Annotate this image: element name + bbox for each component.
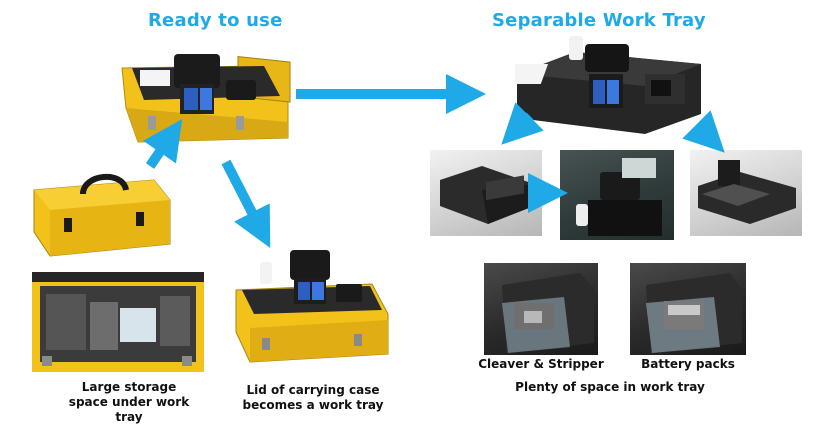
caption-lid-line2: becomes a work tray [242,398,384,412]
arrow-to-lid [221,159,271,249]
heading-separable-work-tray: Separable Work Tray [492,10,706,31]
arrow-up-to-ready [143,119,183,169]
tray-detached-image [430,150,542,236]
caption-lid-line1: Lid of carrying case [246,383,380,397]
tray-module-image [690,150,802,236]
battery-packs-image [630,263,746,355]
separable-work-tray-image [515,34,703,138]
arrow-to-detached [501,102,544,145]
caption-battery-packs: Battery packs [641,357,735,371]
caption-plenty-of-space: Plenty of space in work tray [515,380,705,394]
storage-space-image [32,272,204,372]
splicer-on-tray-image [560,150,674,240]
lid-work-tray-image [232,244,392,366]
closed-carrying-case-image [28,160,176,260]
caption-lid: Lid of carrying case becomes a work tray [238,383,388,413]
caption-storage-line3: tray [115,410,143,424]
caption-storage-line2: space under work [68,395,190,409]
cleaver-stripper-image [484,263,598,355]
heading-ready-to-use: Ready to use [148,10,283,31]
caption-storage: Large storage space under work tray [64,380,194,425]
caption-cleaver-stripper: Cleaver & Stripper [478,357,604,371]
arrow-to-module [682,110,725,153]
caption-storage-line1: Large storage [81,380,177,394]
